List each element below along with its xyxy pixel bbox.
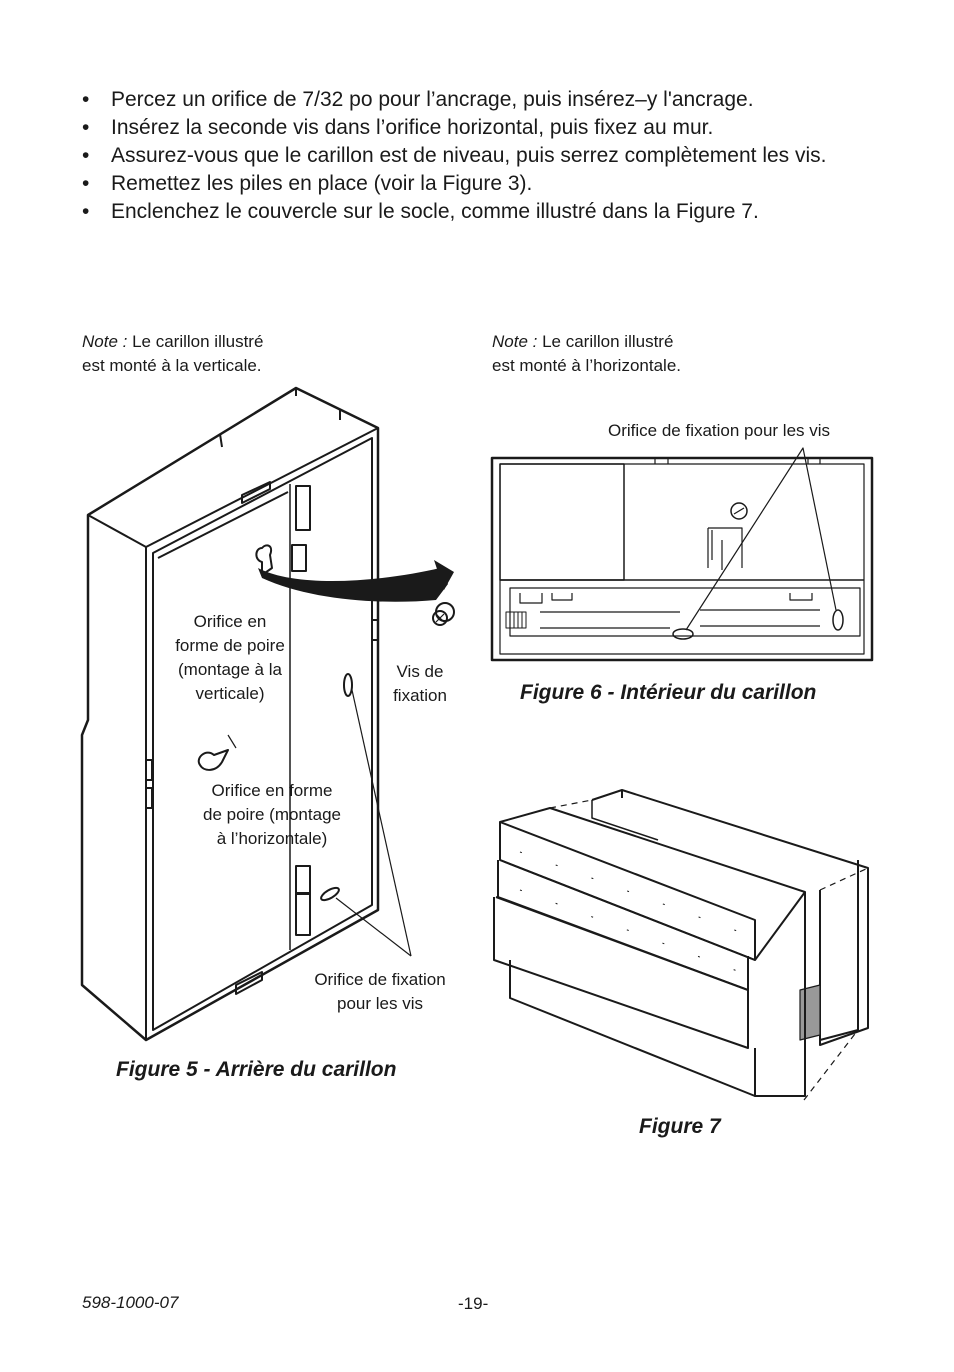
figure-5-title: Figure 5 - Arrière du carillon	[116, 1058, 397, 1081]
note-horizontal: Note : Le carillon illustré est monté à …	[492, 330, 681, 378]
cover-assembly-drawing	[493, 789, 869, 1101]
page-number: -19-	[458, 1294, 489, 1313]
instruction-item: Enclenchez le couvercle sur le socle, co…	[82, 198, 902, 226]
instruction-item: Assurez-vous que le carillon est de nive…	[82, 142, 902, 170]
note-text: Le carillon illustré	[537, 332, 674, 351]
note-text: Le carillon illustré	[127, 332, 264, 351]
figure-6-title: Figure 6 - Intérieur du carillon	[520, 681, 817, 704]
label-screw-holes: Orifice de fixation pour les vis	[314, 970, 446, 1013]
label-keyhole-horizontal: Orifice en forme de poire (montage à l’h…	[203, 781, 341, 848]
note-label: Note :	[492, 332, 538, 351]
note-vertical: Note : Le carillon illustré est monté à …	[82, 330, 263, 378]
instruction-item: Percez un orifice de 7/32 po pour l’ancr…	[82, 86, 902, 114]
chime-back-drawing	[80, 386, 455, 1042]
label-mounting-screw: Vis de fixation	[393, 662, 447, 705]
note-text: est monté à la verticale.	[82, 356, 262, 375]
note-text: est monté à l’horizontale.	[492, 356, 681, 375]
instruction-item: Remettez les piles en place (voir la Fig…	[82, 170, 902, 198]
figure-7-title: Figure 7	[639, 1115, 721, 1138]
note-label: Note :	[82, 332, 128, 351]
label-screw-holes-interior: Orifice de fixation pour les vis	[608, 421, 831, 440]
document-number: 598-1000-07	[82, 1293, 179, 1312]
instruction-item: Insérez la seconde vis dans l’orifice ho…	[82, 114, 902, 142]
chime-interior-drawing	[490, 447, 874, 662]
label-keyhole-vertical: Orifice en forme de poire (montage à la …	[175, 612, 285, 703]
instruction-list: Percez un orifice de 7/32 po pour l’ancr…	[82, 86, 902, 226]
